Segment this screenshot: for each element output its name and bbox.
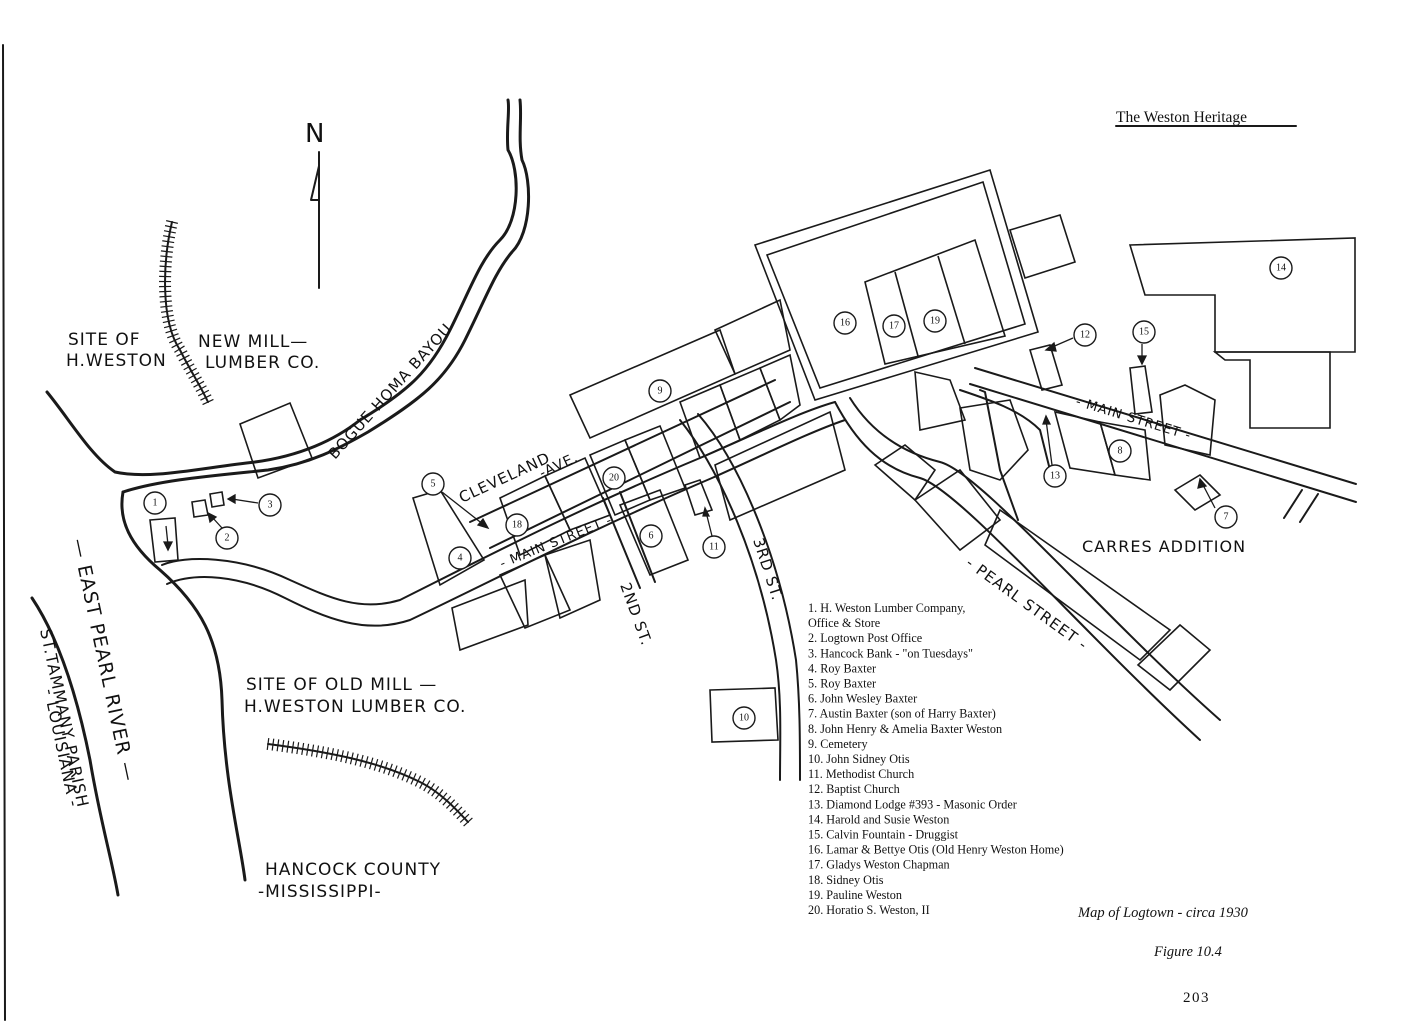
marker-2[interactable]: 2 — [215, 526, 239, 550]
pearl-street-road — [834, 397, 1221, 741]
marker-10[interactable]: 10 — [732, 706, 756, 730]
third-street-road — [679, 413, 801, 781]
svg-text:20: 20 — [609, 473, 619, 484]
legend-entry: 2. Logtown Post Office — [808, 631, 922, 645]
marker-5[interactable]: 5 — [421, 472, 445, 496]
marker-8[interactable]: 8 — [1108, 439, 1132, 463]
label-hancock-county: HANCOCK COUNTY — [265, 860, 441, 880]
pointer-arrows — [162, 337, 1216, 552]
page-header-title: The Weston Heritage — [1116, 109, 1247, 126]
svg-text:19: 19 — [930, 316, 940, 327]
svg-text:2: 2 — [225, 533, 230, 544]
legend-entry: 1. H. Weston Lumber Company, — [808, 601, 965, 615]
label-new-mill-site-of: SITE OF — [68, 330, 141, 350]
north-label: N — [305, 119, 325, 149]
svg-text:7: 7 — [1224, 512, 1229, 523]
svg-text:6: 6 — [649, 531, 654, 542]
label-new-mill-weston: H.WESTON — [66, 351, 167, 371]
svg-text:15: 15 — [1139, 327, 1149, 338]
legend-entry: 14. Harold and Susie Weston — [808, 812, 949, 826]
property-lots — [149, 168, 1356, 743]
svg-text:18: 18 — [512, 520, 522, 531]
map-legend: 1. H. Weston Lumber Company, Office & St… — [808, 601, 1064, 917]
legend-entry: 3. Hancock Bank - "on Tuesdays" — [808, 646, 973, 660]
svg-text:16: 16 — [840, 318, 850, 329]
legend-entry: 7. Austin Baxter (son of Harry Baxter) — [808, 707, 996, 721]
marker-16[interactable]: 16 — [833, 311, 857, 335]
legend-entry: 10. John Sidney Otis — [808, 752, 910, 766]
svg-text:10: 10 — [739, 713, 749, 724]
marker-15[interactable]: 15 — [1132, 320, 1156, 344]
marker-6[interactable]: 6 — [639, 524, 663, 548]
label-mississippi: -MISSISSIPPI- — [258, 882, 382, 902]
svg-text:11: 11 — [709, 542, 719, 553]
legend-entry: Office & Store — [808, 616, 880, 630]
carres-road — [959, 389, 1051, 521]
marker-20[interactable]: 20 — [602, 466, 626, 490]
label-new-mill-title: NEW MILL— — [198, 332, 308, 352]
north-arrow-icon — [310, 151, 320, 289]
label-bogue-homa-bayou: BOGUE HOMA BAYOU — [325, 320, 456, 463]
svg-text:13: 13 — [1050, 471, 1060, 482]
marker-17[interactable]: 17 — [882, 314, 906, 338]
legend-entry: 15. Calvin Fountain - Druggist — [808, 828, 959, 842]
legend-entry: 8. John Henry & Amelia Baxter Weston — [808, 722, 1002, 736]
label-cleveland: CLEVELAND — [456, 449, 553, 507]
map-caption: Map of Logtown - circa 1930 — [1077, 905, 1249, 921]
label-new-mill-lumber: LUMBER CO. — [205, 353, 320, 373]
legend-entry: 18. Sidney Otis — [808, 873, 884, 887]
svg-text:8: 8 — [1118, 446, 1123, 457]
bogue-homa-bayou — [45, 98, 530, 494]
legend-entry: 4. Roy Baxter — [808, 661, 876, 675]
marker-3[interactable]: 3 — [258, 493, 282, 517]
svg-text:12: 12 — [1080, 330, 1090, 341]
svg-text:17: 17 — [889, 321, 899, 332]
marker-18[interactable]: 18 — [505, 513, 529, 537]
marker-1[interactable]: 1 — [143, 491, 167, 515]
label-second-street: 2ND ST. — [616, 580, 655, 648]
svg-text:3: 3 — [268, 500, 273, 511]
legend-entry: 12. Baptist Church — [808, 782, 900, 796]
railroad-track-old-mill — [266, 737, 473, 827]
legend-entry: 6. John Wesley Baxter — [808, 692, 917, 706]
legend-entry: 5. Roy Baxter — [808, 677, 876, 691]
figure-label: Figure 10.4 — [1153, 944, 1222, 960]
marker-7[interactable]: 7 — [1214, 505, 1238, 529]
marker-11[interactable]: 11 — [702, 535, 726, 559]
marker-13[interactable]: 13 — [1043, 464, 1067, 488]
svg-text:5: 5 — [431, 479, 436, 490]
page-margin-line — [2, 44, 6, 1021]
svg-text:9: 9 — [658, 386, 663, 397]
svg-text:4: 4 — [458, 553, 463, 564]
railroad-track-new-mill — [159, 220, 214, 406]
marker-9[interactable]: 9 — [648, 379, 672, 403]
legend-entry: 17. Gladys Weston Chapman — [808, 858, 950, 872]
svg-text:1: 1 — [153, 498, 158, 509]
marker-12[interactable]: 12 — [1073, 323, 1097, 347]
page-number: 203 — [1183, 990, 1210, 1006]
label-carres-addition: CARRES ADDITION — [1082, 537, 1246, 556]
legend-entry: 13. Diamond Lodge #393 - Masonic Order — [808, 797, 1017, 811]
markers: 1 2 3 4 5 6 7 8 9 10 11 12 13 14 15 16 1… — [143, 256, 1293, 730]
legend-entry: 11. Methodist Church — [808, 767, 914, 781]
label-old-mill-lumber: H.WESTON LUMBER CO. — [244, 697, 466, 717]
marker-4[interactable]: 4 — [448, 546, 472, 570]
legend-entry: 16. Lamar & Bettye Otis (Old Henry Westo… — [808, 843, 1064, 857]
svg-text:14: 14 — [1276, 263, 1286, 274]
legend-entry: 9. Cemetery — [808, 737, 868, 751]
label-old-mill-title: SITE OF OLD MILL — — [246, 675, 437, 695]
marker-19[interactable]: 19 — [923, 309, 947, 333]
marker-14[interactable]: 14 — [1269, 256, 1293, 280]
east-pearl-river — [30, 490, 247, 897]
legend-entry: 19. Pauline Weston — [808, 888, 902, 902]
legend-entry: 20. Horatio S. Weston, II — [808, 903, 930, 917]
